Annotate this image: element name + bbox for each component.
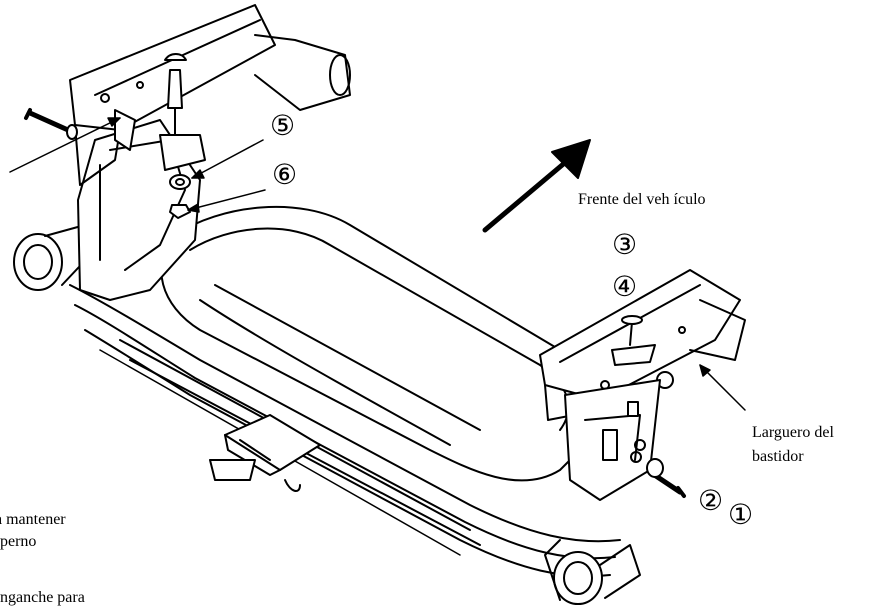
frame-rail-label-line1: Larguero del: [752, 424, 834, 441]
left-nut-washer: [159, 134, 206, 219]
receiver-hitch: [209, 414, 321, 492]
leader-left-rail: [9, 117, 121, 173]
left-frame-rail: [69, 4, 351, 186]
partial-note-line3: nganche para: [0, 589, 85, 606]
left-bolt: [24, 108, 78, 140]
hitch-crossmember: [69, 205, 621, 578]
callout-4: ④: [612, 270, 638, 303]
vehicle-front-label: Frente del veh ículo: [578, 191, 706, 208]
callout-3: ③: [612, 228, 638, 261]
right-frame-rail: [539, 269, 746, 421]
partial-note-line2: perno: [0, 533, 37, 550]
callout-5: ⑤: [270, 109, 296, 142]
leader-6: [187, 189, 266, 211]
callout-6: ⑥: [272, 158, 298, 191]
vehicle-front-arrow: [482, 139, 591, 233]
left-end-tube: [13, 224, 96, 291]
right-side-bracket: [564, 379, 661, 501]
frame-rail-label-line2: bastidor: [752, 448, 804, 465]
callout-2: ②: [698, 484, 724, 517]
callout-leaders: [9, 117, 746, 411]
partial-note-line1: a mantener: [0, 511, 66, 528]
callout-1: ①: [728, 498, 754, 531]
leader-5: [191, 139, 264, 179]
right-end-tube: [544, 539, 641, 605]
right-bolt: [646, 458, 686, 498]
